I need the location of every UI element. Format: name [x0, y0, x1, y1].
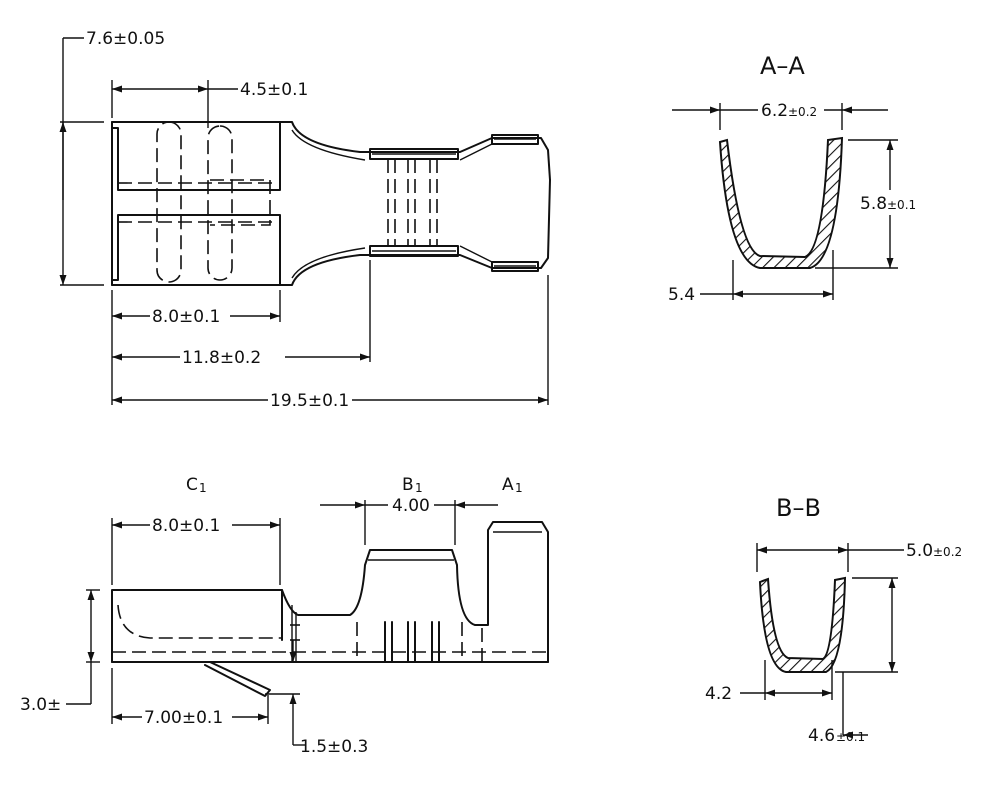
dim-tab-label: 7.00±0.1 — [144, 708, 223, 728]
top-view-hidden-spring — [210, 179, 271, 226]
dim-height-label: 3.0± — [20, 695, 61, 715]
section-b-b: B–B 5.0 ±0.2 4.2 4.6 ±0.1 — [705, 494, 962, 746]
label-bg — [758, 96, 824, 116]
bb-inner-label: 4.2 — [705, 684, 732, 704]
bb-width-tol: ±0.2 — [933, 545, 962, 559]
top-view-inner-lower — [291, 247, 366, 279]
section-b-b-profile — [758, 576, 847, 673]
insulation-tab-lower — [491, 261, 539, 272]
top-view-slot-bottom — [111, 214, 281, 286]
top-view-lance-left — [156, 121, 182, 283]
insulation-tab-upper — [491, 134, 539, 145]
side-view-outline — [111, 521, 549, 663]
transition-line — [459, 143, 493, 161]
section-a-a: A–A 6.2 ±0.2 5.8 ±0.1 5.4 — [668, 52, 924, 305]
dim-side-receptacle-label: 8.0±0.1 — [152, 516, 220, 536]
crimp-band-upper — [369, 148, 459, 160]
aa-height-value: 5.8 — [860, 194, 887, 214]
top-view: 7.6±0.05 4.5±0.1 8.0±0.1 11.8±0.2 19.5±0… — [59, 29, 551, 411]
side-view: C 1 B 1 A 1 4.00 — [20, 475, 549, 757]
dim-slot-label: 4.5±0.1 — [240, 80, 308, 100]
top-view-outline-lower — [111, 179, 551, 286]
label-c: C — [186, 475, 198, 495]
aa-width-value: 6.2 — [761, 101, 788, 121]
section-a-a-title: A–A — [760, 52, 805, 80]
bb-bottom-value: 4.6 — [808, 726, 835, 746]
label-c-sub: 1 — [199, 481, 207, 495]
top-view-outline-upper — [111, 121, 551, 181]
label-a-sub: 1 — [515, 481, 523, 495]
bb-width-value: 5.0 — [906, 541, 933, 561]
aa-width-tol: ±0.2 — [788, 105, 817, 119]
dim-offset-label: 1.5±0.3 — [300, 737, 368, 757]
side-view-hidden-curl — [117, 604, 282, 639]
top-view-lance-right — [207, 125, 233, 281]
label-bg — [858, 192, 924, 212]
label-a: A — [502, 475, 514, 495]
label-b-sub: 1 — [415, 481, 423, 495]
side-view-spring-tab — [204, 661, 271, 697]
dim-width-label: 7.6±0.05 — [86, 29, 165, 49]
label-bg — [388, 494, 434, 512]
dim-total-label: 19.5±0.1 — [270, 391, 349, 411]
section-b-b-title: B–B — [776, 494, 821, 522]
bb-bottom-tol: ±0.1 — [836, 730, 865, 744]
aa-height-tol: ±0.1 — [887, 198, 916, 212]
aa-inner-label: 5.4 — [668, 285, 695, 305]
dim-crimp-label: 11.8±0.2 — [182, 348, 261, 368]
top-view-slot-top — [111, 121, 281, 191]
transition-line — [459, 245, 493, 263]
crimp-band-lower — [369, 245, 459, 257]
dim-receptacle-label: 8.0±0.1 — [152, 307, 220, 327]
top-view-inner-upper — [291, 129, 366, 161]
section-a-a-profile — [718, 136, 844, 269]
label-b: B — [402, 475, 414, 495]
dim-barrel-label: 4.00 — [392, 496, 430, 516]
